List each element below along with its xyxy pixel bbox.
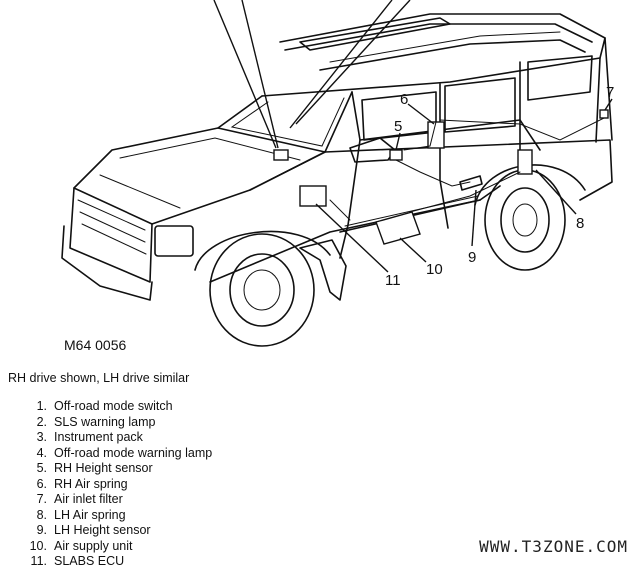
callout-6: 6 [400, 91, 408, 108]
legend-number: 3. [36, 430, 47, 444]
leader-lines [213, 0, 613, 273]
drawing-code: M64 0056 [64, 337, 126, 353]
callout-10: 10 [426, 261, 443, 278]
legend-number: 10. [29, 538, 47, 553]
rh-height-sensor-component [389, 149, 403, 161]
legend-number: 5. [36, 461, 47, 475]
legend-item: 7. Air inlet filter [10, 492, 212, 508]
components [273, 109, 609, 245]
legend-item: 2. SLS warning lamp [10, 415, 212, 431]
legend-label: Off-road mode switch [54, 399, 173, 413]
legend-item: 8. LH Air spring [10, 508, 212, 524]
legend-label: RH Height sensor [54, 461, 153, 475]
legend-number: 1. [36, 399, 47, 413]
legend-item: 6. RH Air spring [10, 477, 212, 493]
air-pipe [439, 117, 605, 141]
lh-height-sensor-component [459, 175, 483, 191]
legend-number: 2. [36, 414, 47, 429]
legend-number: 9. [36, 523, 47, 537]
slabs-ecu-component [299, 185, 327, 207]
legend-item: 4. Off-road mode warning lamp [10, 445, 213, 462]
legend-label: LH Air spring [54, 507, 126, 522]
lh-air-spring-component [517, 149, 533, 175]
legend-item: 3. Instrument pack [10, 430, 212, 446]
callout-5: 5 [394, 118, 402, 135]
legend-label: Air supply unit [54, 538, 133, 553]
legend-label: RH Air spring [54, 476, 128, 491]
callout-labels: 6 5 7 8 9 10 11 M64 0056 [64, 84, 614, 353]
legend-label: SLABS ECU [54, 554, 125, 568]
legend-item: 5. RH Height sensor [10, 461, 212, 477]
diagram-caption: RH drive shown, LH drive similar [8, 371, 190, 385]
legend-number: 7. [36, 492, 47, 506]
legend-number: 8. [36, 507, 47, 522]
air-supply-unit-component [375, 211, 421, 245]
legend-item: 1. Off-road mode switch [10, 399, 212, 415]
air-pipe [409, 171, 521, 213]
legend-label: LH Height sensor [54, 523, 151, 537]
air-inlet-filter-component [599, 109, 609, 119]
site-watermark: WWW.T3ZONE.COM [479, 537, 628, 556]
air-pipe [395, 159, 471, 187]
legend-label: Instrument pack [54, 430, 143, 444]
legend-number: 11. [30, 554, 47, 568]
legend-number: 6. [36, 476, 47, 491]
component-legend: 1. Off-road mode switch 2. SLS warning lam… [10, 399, 213, 570]
vehicle-body [61, 13, 613, 347]
callout-7: 7 [606, 84, 614, 101]
legend-label: Off-road mode warning lamp [54, 445, 213, 460]
callout-9: 9 [468, 249, 476, 266]
legend-item: 9. LH Height sensor [10, 523, 212, 539]
legend-label: SLS warning lamp [54, 414, 156, 429]
callout-8: 8 [576, 215, 584, 232]
legend-label: Air inlet filter [54, 492, 123, 506]
callout-11: 11 [385, 272, 401, 289]
instrument-pack-component [273, 149, 289, 161]
legend-item: 10. Air supply unit [10, 539, 212, 555]
legend-item: 11. SLABS ECU [10, 554, 212, 570]
air-pipe [403, 121, 437, 151]
legend-number: 4. [36, 445, 47, 460]
